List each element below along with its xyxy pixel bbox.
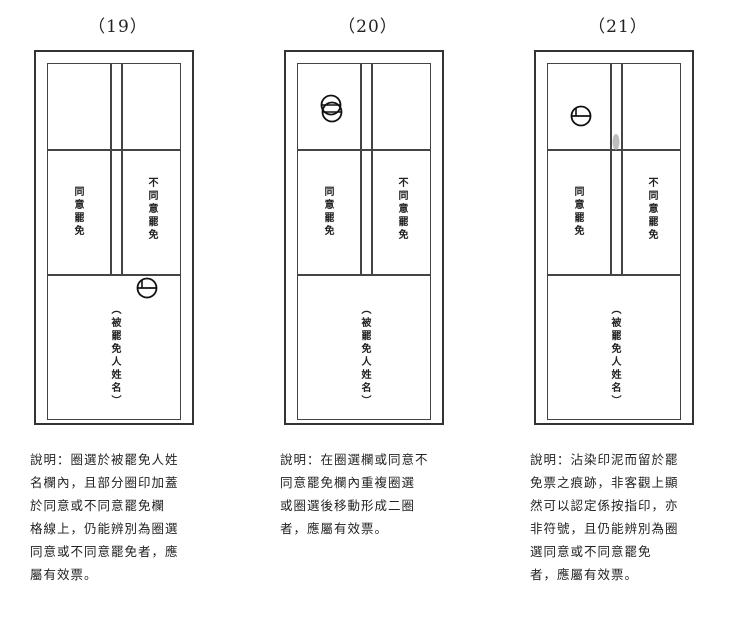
disagree-label: 不同意罷免 bbox=[396, 177, 407, 242]
explanation-note: 說明：沾染印泥而留於罷 免票之痕跡，非客觀上顯 然可以認定係按指印，亦 非符號，… bbox=[530, 452, 679, 582]
candidate-name-label: （被罷免人姓名） bbox=[109, 304, 120, 408]
circle-slash-stamp-icon bbox=[570, 105, 592, 127]
agree-label: 同意罷免 bbox=[322, 186, 333, 238]
row-divider bbox=[548, 149, 680, 151]
double-circle-stamp-icon bbox=[320, 94, 343, 123]
row-divider bbox=[48, 149, 180, 151]
column-divider bbox=[621, 64, 623, 274]
candidate-name-label: （被罷免人姓名） bbox=[359, 304, 370, 408]
explanation-note: 說明：在圈選欄或同意不 同意罷免欄內重複圈選 或圈選後移動形成二圈 者，應屬有效… bbox=[280, 452, 429, 536]
explanation-note: 說明：圈選於被罷免人姓 名欄內，且部分圈印加蓋 於同意或不同意罷免欄 格線上，仍… bbox=[30, 452, 179, 582]
ballot-outline: 同意罷免 不同意罷免 （被罷免人姓名） bbox=[34, 50, 194, 425]
row-divider bbox=[298, 274, 430, 276]
ballot-inner-frame: 同意罷免 不同意罷免 （被罷免人姓名） bbox=[547, 63, 681, 420]
ballot-example-19: （19） 同意罷免 不同意罷免 （被罷免人姓名） 說明：圈選於被罷免人姓 名欄內… bbox=[0, 0, 240, 635]
row-divider bbox=[298, 149, 430, 151]
disagree-label: 不同意罷免 bbox=[646, 177, 657, 242]
ballot-example-20: （20） 同意罷免 不同意罷免 （被罷免人姓名） 說明：在圈選欄或同意不 同意罷… bbox=[250, 0, 490, 635]
column-divider bbox=[360, 64, 362, 274]
example-number: （19） bbox=[88, 17, 148, 37]
example-number: （20） bbox=[338, 17, 398, 37]
candidate-name-label: （被罷免人姓名） bbox=[609, 304, 620, 408]
ink-smudge-mark bbox=[612, 134, 620, 150]
row-divider bbox=[48, 274, 180, 276]
column-divider bbox=[371, 64, 373, 274]
agree-label: 同意罷免 bbox=[572, 186, 583, 238]
row-divider bbox=[548, 274, 680, 276]
example-number: （21） bbox=[588, 17, 648, 37]
agree-label: 同意罷免 bbox=[72, 186, 83, 238]
column-divider bbox=[110, 64, 112, 274]
circle-slash-stamp-icon bbox=[136, 277, 158, 299]
ballot-inner-frame: 同意罷免 不同意罷免 （被罷免人姓名） bbox=[47, 63, 181, 420]
ballot-outline: 同意罷免 不同意罷免 （被罷免人姓名） bbox=[534, 50, 694, 425]
disagree-label: 不同意罷免 bbox=[146, 177, 157, 242]
ballot-example-21: （21） 同意罷免 不同意罷免 （被罷免人姓名） 說明：沾染印泥而留於罷 免票之… bbox=[500, 0, 740, 635]
ballot-inner-frame: 同意罷免 不同意罷免 （被罷免人姓名） bbox=[297, 63, 431, 420]
ballot-outline: 同意罷免 不同意罷免 （被罷免人姓名） bbox=[284, 50, 444, 425]
column-divider bbox=[610, 64, 612, 274]
column-divider bbox=[121, 64, 123, 274]
